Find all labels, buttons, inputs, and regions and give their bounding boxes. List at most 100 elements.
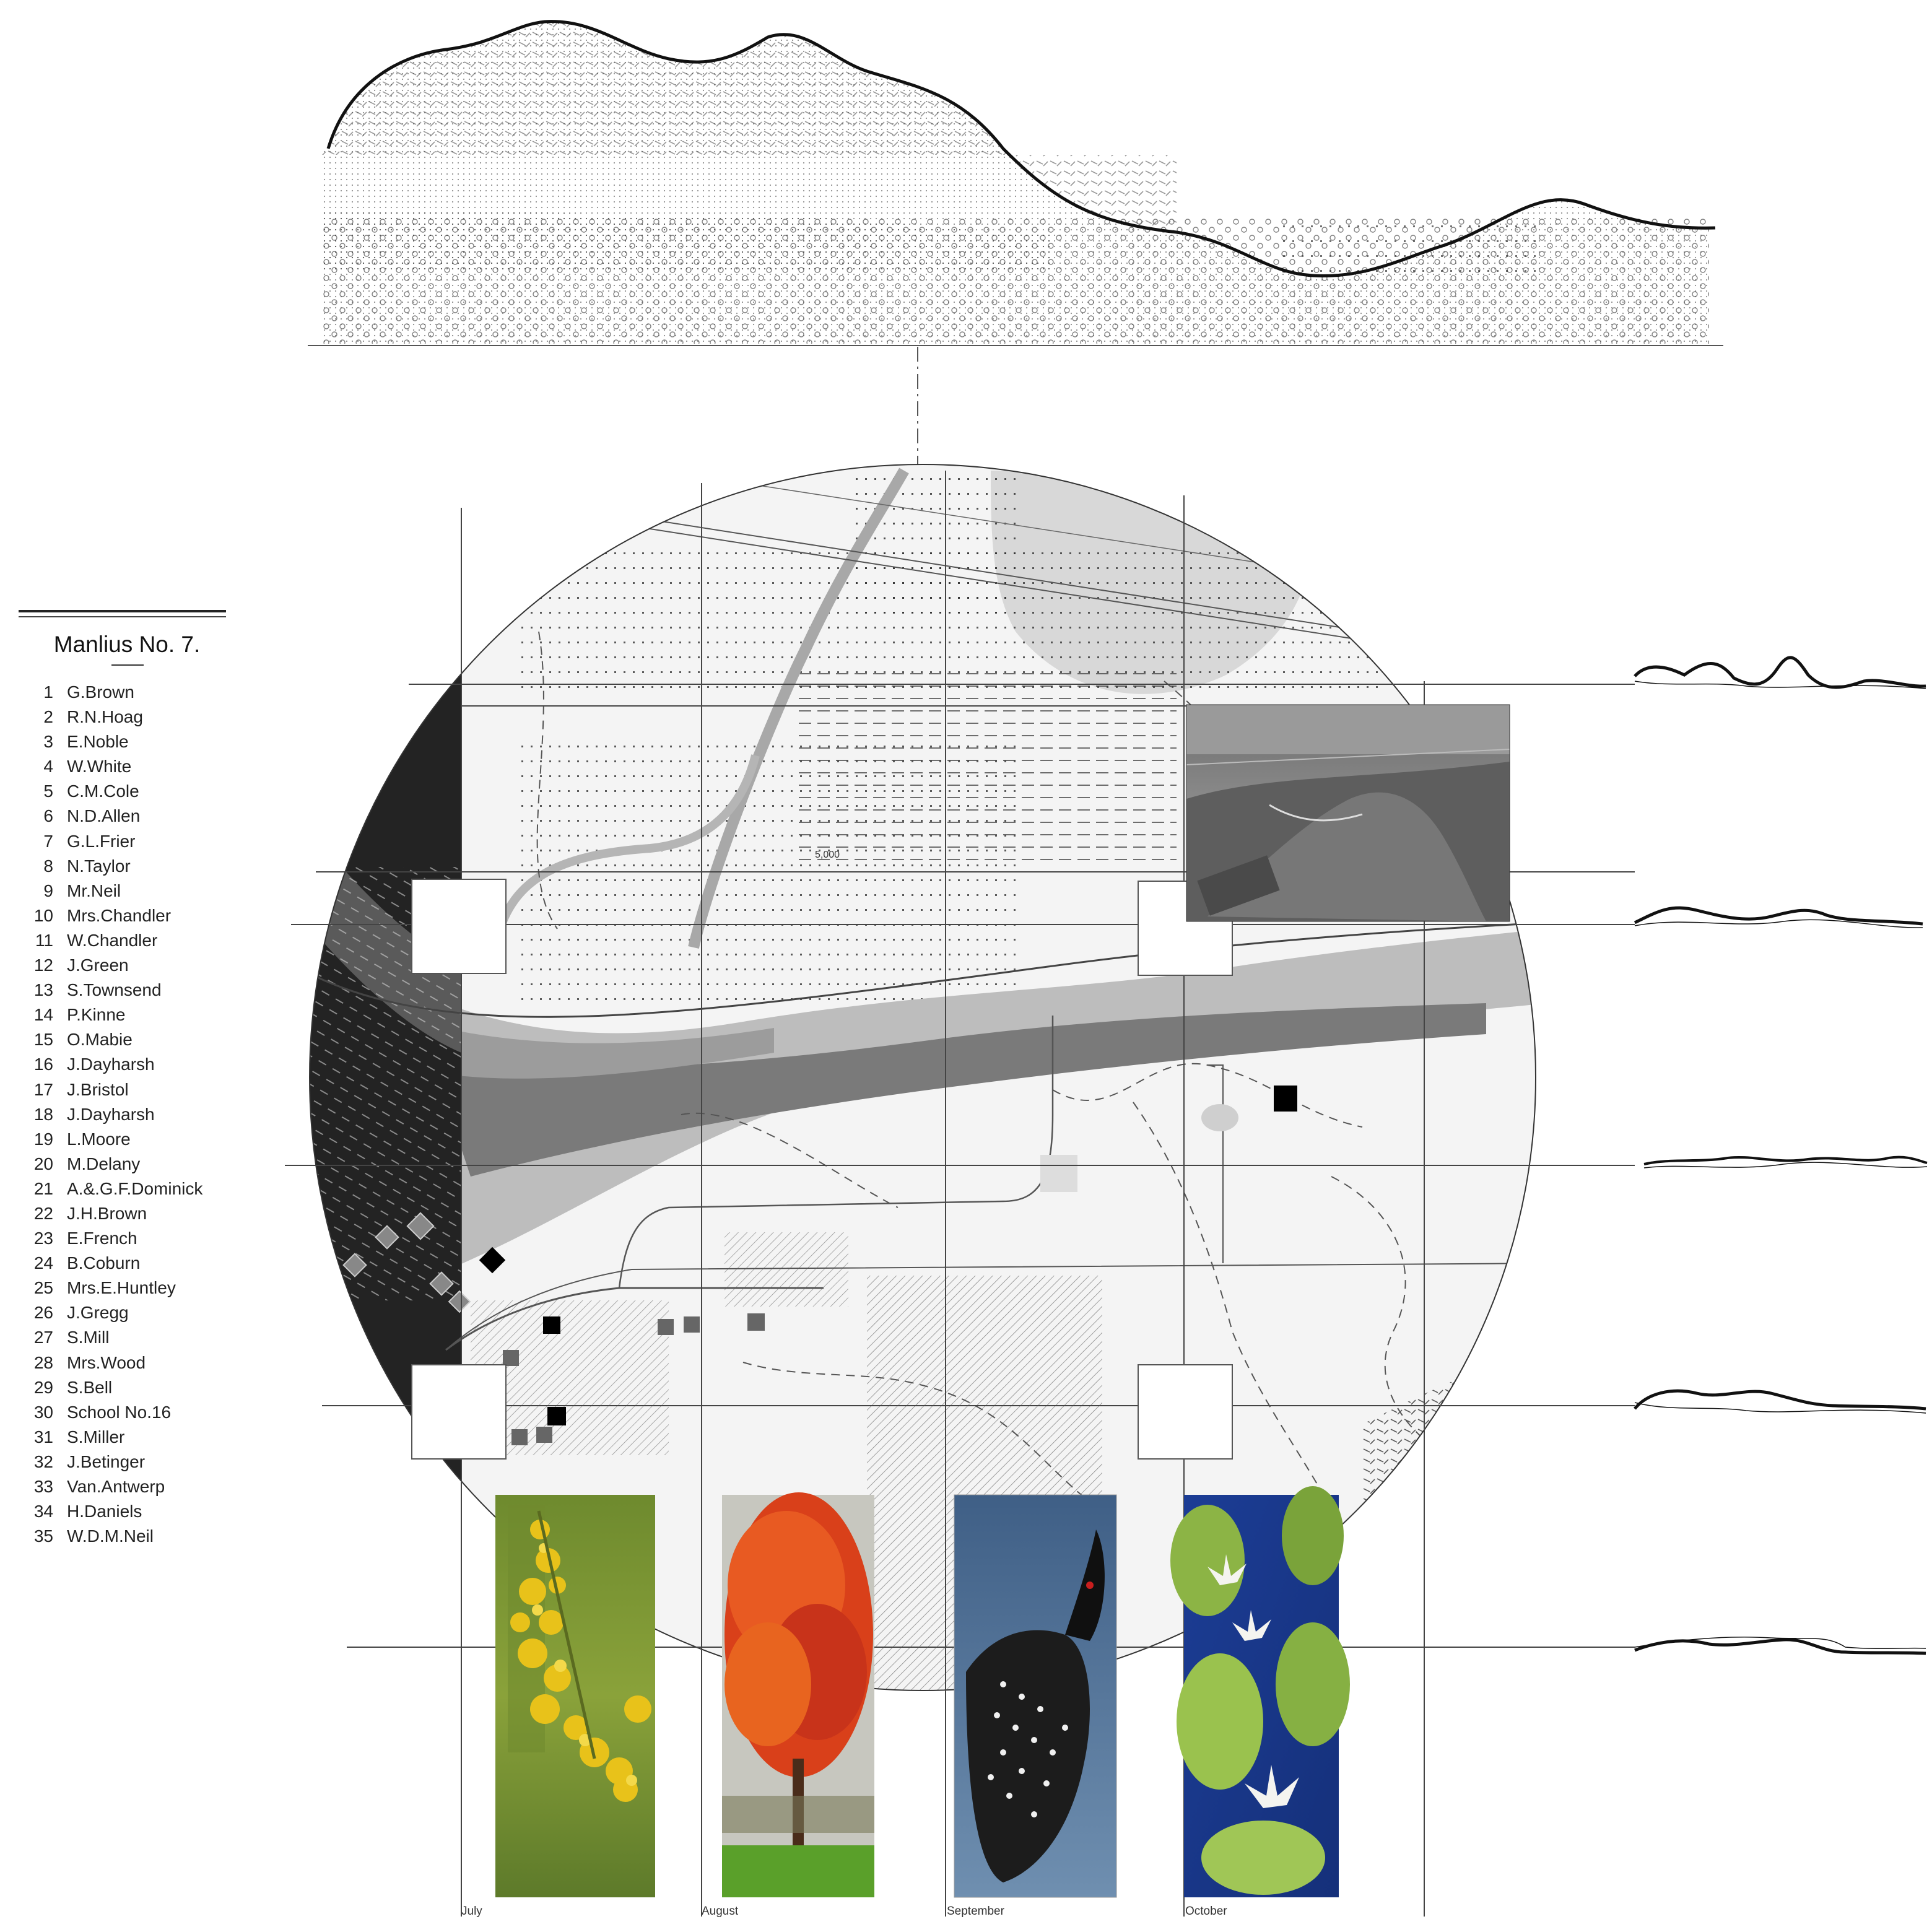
contour-label: 5,000: [815, 850, 840, 860]
legend-entry: 12 J.Green: [25, 953, 202, 978]
legend-entry-name: W.Chandler: [67, 930, 158, 950]
legend-entry: 30 School No.16: [25, 1400, 202, 1425]
legend-entry-name: S.Bell: [67, 1377, 113, 1397]
legend-entry-name: S.Miller: [67, 1427, 125, 1447]
legend-entry-name: School No.16: [67, 1402, 172, 1422]
legend-entry-number: 2: [43, 707, 53, 727]
legend-entry-number: 12: [33, 955, 53, 975]
photo-september-loon: [954, 1494, 1117, 1898]
legend-entry-name: J.Bristol: [67, 1079, 129, 1099]
legend-entry-number: 14: [33, 1005, 53, 1025]
legend-entry-name: S.Mill: [67, 1328, 110, 1347]
legend-entry: 28 Mrs.Wood: [25, 1351, 202, 1375]
legend-title-underline: [111, 664, 144, 666]
legend-entry-number: 35: [33, 1526, 53, 1546]
legend-entry-number: 30: [33, 1402, 53, 1422]
legend-entry-name: C.M.Cole: [67, 781, 139, 801]
legend-entry-number: 10: [33, 905, 53, 925]
legend-entry-name: Mrs.Chandler: [67, 905, 172, 925]
legend-entry-number: 25: [33, 1278, 53, 1298]
legend-entry-name: W.White: [67, 757, 132, 777]
legend-entry-number: 16: [33, 1055, 53, 1074]
legend-entry-number: 7: [43, 831, 53, 851]
legend-entry-number: 9: [43, 881, 53, 900]
legend-entry-name: G.Brown: [67, 682, 134, 702]
legend-entry-number: 31: [33, 1427, 53, 1447]
legend-entry-name: J.Gregg: [67, 1303, 129, 1323]
legend-entry-number: 17: [33, 1079, 53, 1099]
legend-entry-number: 20: [33, 1154, 53, 1173]
legend-entry: 23 E.French: [25, 1226, 202, 1251]
legend-entry-name: A.&.G.F.Dominick: [67, 1178, 203, 1198]
legend-entry-number: 8: [43, 856, 53, 876]
legend-entry-name: L.Moore: [67, 1129, 131, 1149]
legend-entry-name: W.D.M.Neil: [67, 1526, 154, 1546]
legend-entry: 25 Mrs.E.Huntley: [25, 1276, 202, 1300]
legend-entry-number: 24: [33, 1253, 53, 1273]
legend-entry-name: J.Green: [67, 955, 129, 975]
legend-entry-name: J.Dayharsh: [67, 1055, 155, 1074]
circular-map: [310, 464, 1536, 1690]
legend-entry: 34 H.Daniels: [25, 1499, 202, 1524]
legend-entry-name: J.H.Brown: [67, 1203, 147, 1223]
legend-entry-name: O.Mabie: [67, 1030, 133, 1050]
legend-entry: 21 A.&.G.F.Dominick: [25, 1177, 203, 1201]
legend-title: Manlius No. 7.: [53, 632, 201, 657]
legend-entry: 19 L.Moore: [25, 1127, 202, 1152]
legend-entry: 22 J.H.Brown: [25, 1201, 202, 1226]
legend-entry-name: H.Daniels: [67, 1502, 142, 1521]
legend-entry-number: 19: [33, 1129, 53, 1149]
legend-entry-number: 18: [33, 1104, 53, 1124]
legend-entry-number: 4: [43, 757, 53, 777]
legend-entry-number: 13: [33, 980, 53, 1000]
legend-entry-number: 33: [33, 1477, 53, 1496]
aerial-photo: [1186, 704, 1510, 922]
legend-entry-name: Mrs.Wood: [67, 1352, 146, 1372]
legend-entry-name: R.N.Hoag: [67, 707, 143, 727]
legend-entry-name: N.D.Allen: [67, 806, 141, 826]
map-circle-outline: [309, 464, 1536, 1691]
legend-entry-number: 28: [33, 1352, 53, 1372]
legend-entry: 3 E.Noble: [25, 729, 202, 754]
legend-entry-number: 23: [33, 1229, 53, 1248]
legend-entry-number: 26: [33, 1303, 53, 1323]
month-label-july: July: [461, 1905, 482, 1918]
photo-july-goldenrod: [495, 1495, 655, 1897]
legend-entry-name: Mrs.E.Huntley: [67, 1278, 176, 1298]
legend-entry-name: E.Noble: [67, 732, 129, 752]
legend-entry-name: Van.Antwerp: [67, 1477, 165, 1496]
legend-entry: 4 W.White: [25, 754, 202, 779]
legend-entry: 31 S.Miller: [25, 1425, 202, 1450]
grid-nodes: [411, 879, 1233, 1460]
month-label-september: September: [947, 1905, 1004, 1918]
photo-august-maple: [722, 1492, 874, 1897]
photo-october-lily: [1170, 1486, 1350, 1897]
legend-entry-number: 22: [33, 1203, 53, 1223]
terrain-section: [308, 20, 1723, 346]
legend-entry: 10 Mrs.Chandler: [25, 903, 202, 928]
legend-entry-number: 32: [33, 1451, 53, 1471]
legend-entry-number: 5: [43, 781, 53, 801]
legend-entry-name: E.French: [67, 1229, 137, 1248]
legend-entry-number: 3: [43, 732, 53, 752]
legend-entry: 6 N.D.Allen: [25, 804, 202, 829]
legend-entry-number: 34: [33, 1502, 53, 1521]
legend-entry-number: 6: [43, 806, 53, 826]
legend-entry: 35 W.D.M.Neil: [25, 1524, 202, 1549]
month-label-october: October: [1185, 1905, 1227, 1918]
legend-entry-number: 21: [33, 1178, 53, 1198]
legend-rule-bottom: [19, 616, 226, 617]
